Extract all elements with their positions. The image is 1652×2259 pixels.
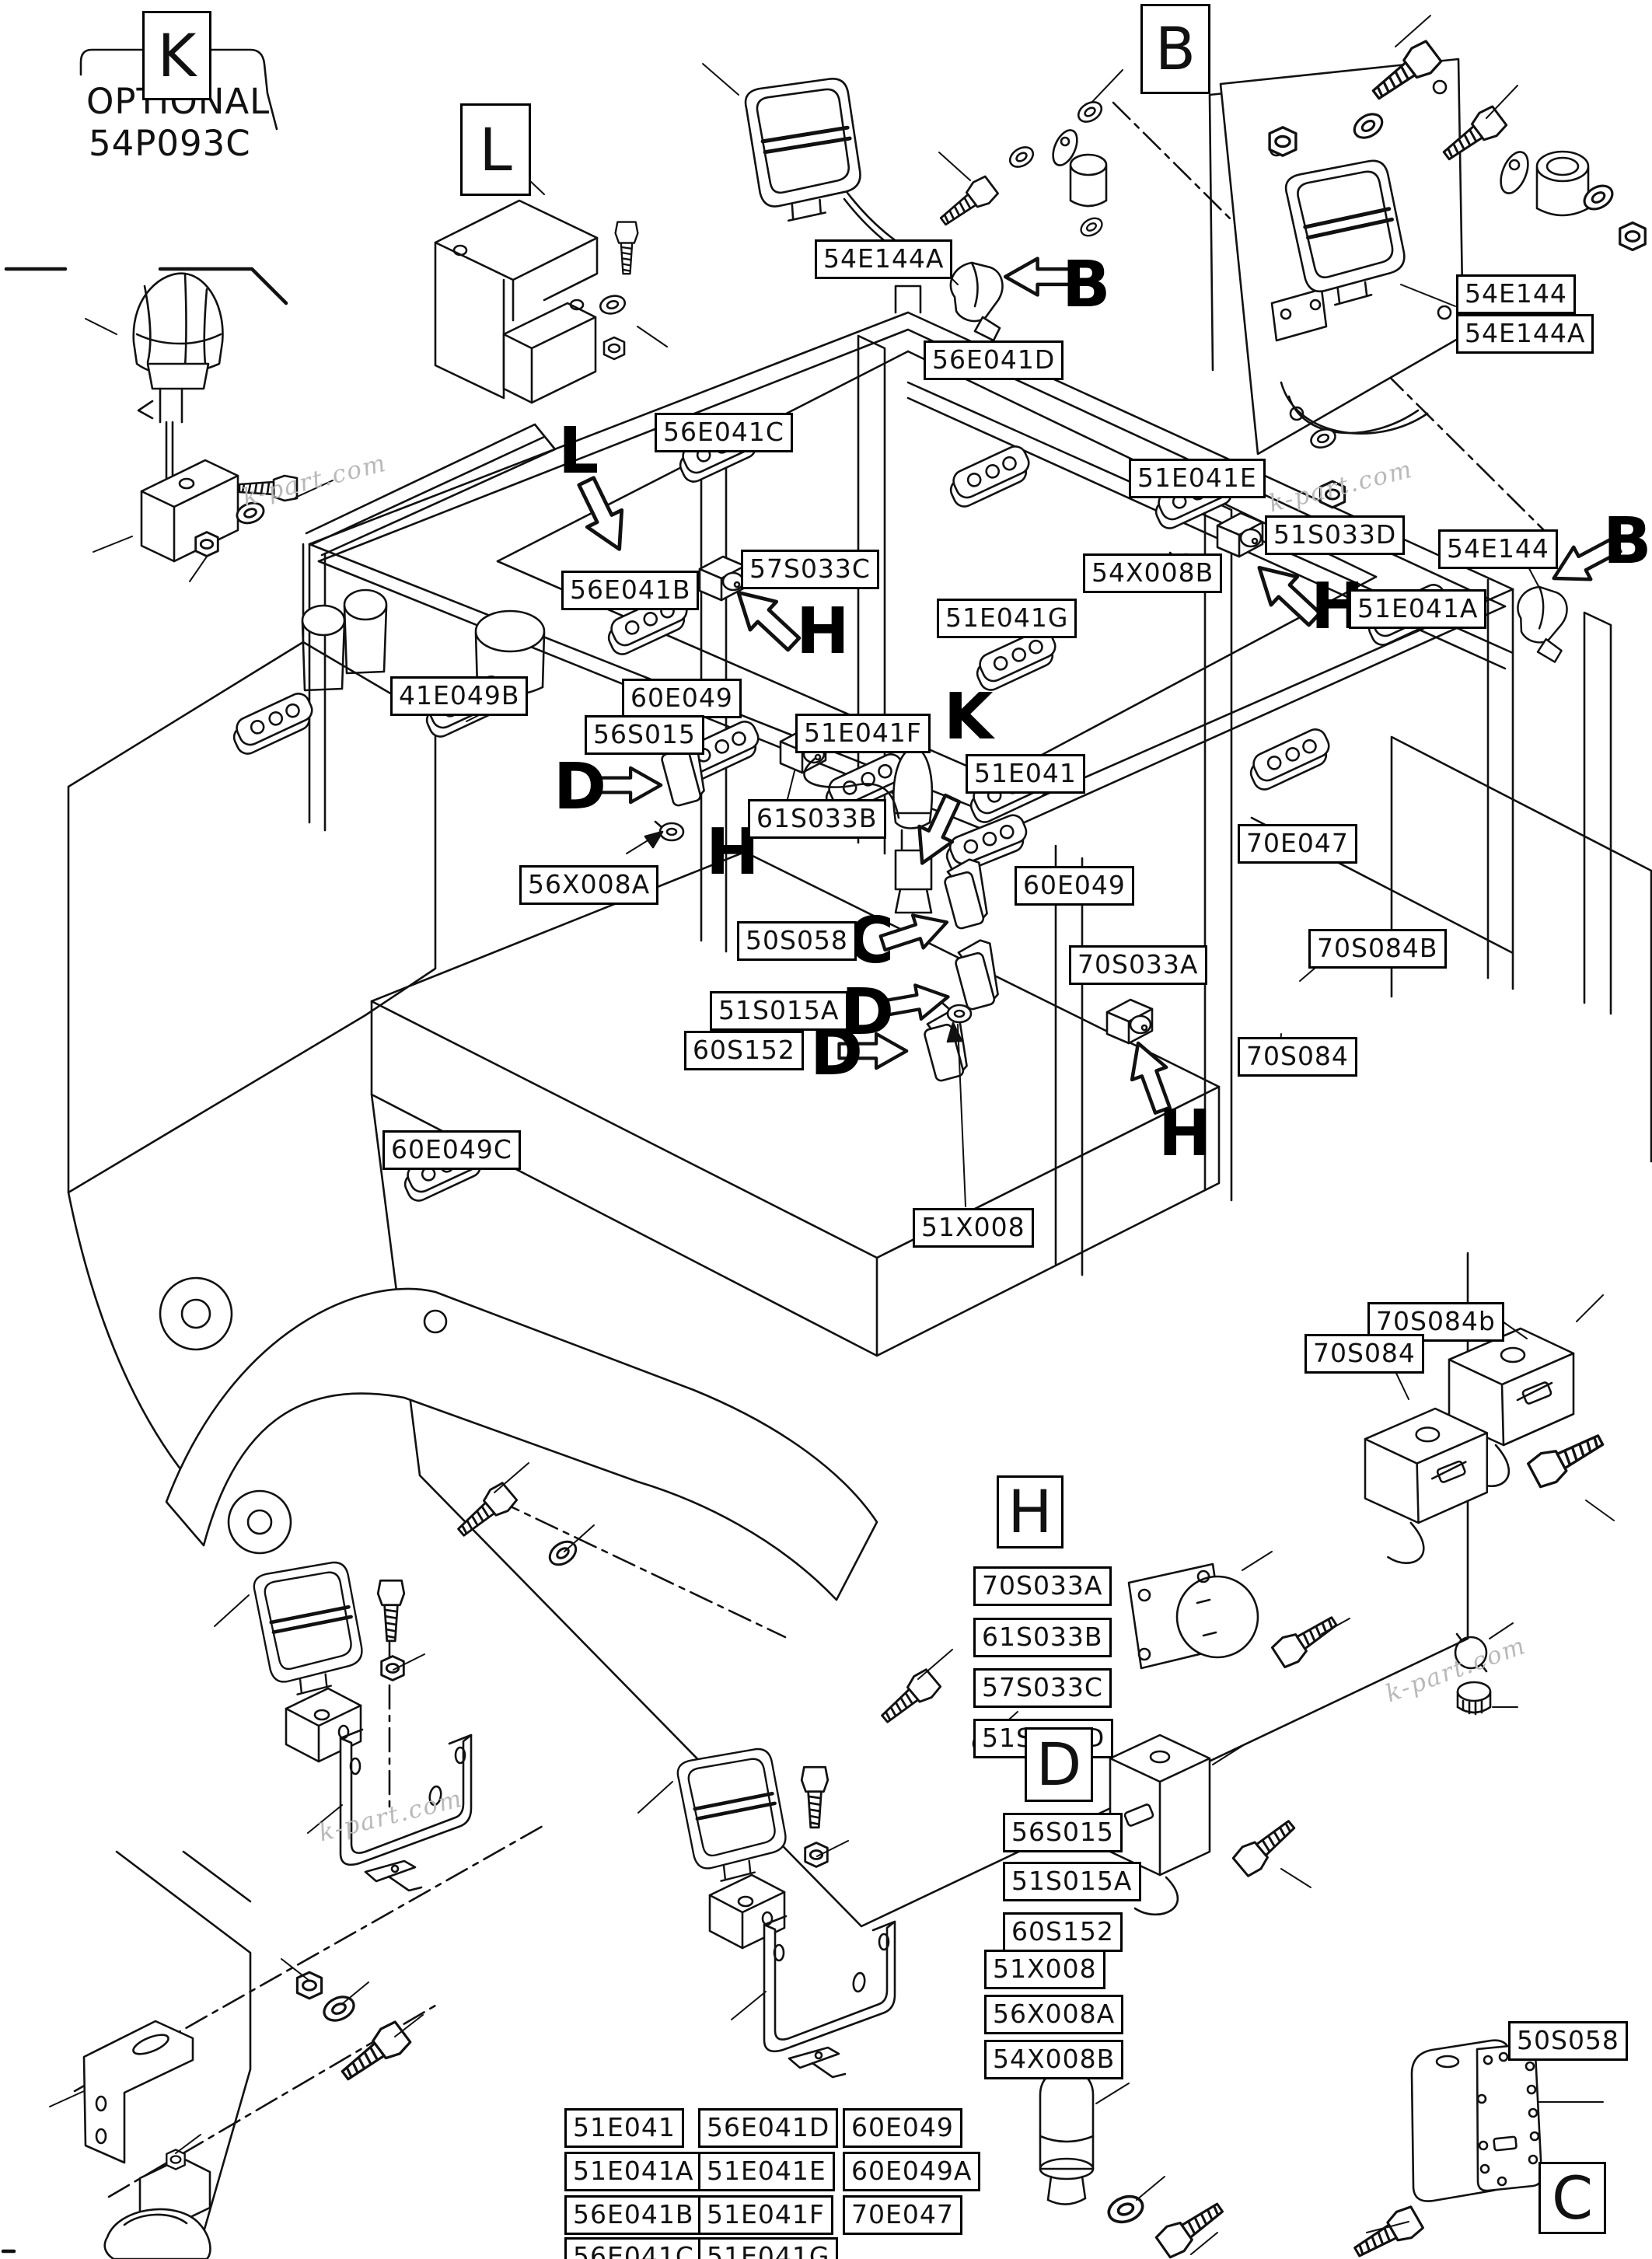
part-label: 61S033B bbox=[748, 799, 886, 839]
part-label: 70S084 bbox=[1304, 1334, 1424, 1374]
part-label: 50S058 bbox=[737, 921, 857, 961]
machine-body bbox=[67, 543, 1652, 1928]
callout-letter: L bbox=[558, 414, 599, 488]
optional-note-brackets bbox=[1, 48, 288, 2254]
part-label: 57S033C bbox=[973, 1668, 1112, 1708]
lamp-bracket-assembly-2 bbox=[638, 1650, 1018, 2077]
part-label: 54E144 bbox=[1456, 274, 1576, 314]
part-label: 60S152 bbox=[684, 1031, 804, 1070]
work-lamp-top bbox=[702, 63, 920, 264]
section-letter-box: H bbox=[997, 1475, 1063, 1548]
part-label: 61S033B bbox=[973, 1618, 1112, 1657]
part-label: 54E144A bbox=[815, 239, 953, 279]
relay-blocks-70S084 bbox=[1364, 1294, 1615, 1564]
part-label: 54E144A bbox=[1456, 314, 1594, 354]
part-label: 51S015A bbox=[1003, 1862, 1141, 1901]
rubber-cap-54E144A bbox=[949, 261, 1004, 342]
part-label: 60E049 bbox=[1015, 866, 1134, 906]
part-label: 56E041D bbox=[924, 340, 1064, 380]
part-label: 60E049 bbox=[843, 2108, 962, 2148]
part-label: 51X008 bbox=[984, 1950, 1105, 1989]
optional-note-code: 54P093C bbox=[89, 123, 251, 164]
part-label: 54E144 bbox=[1438, 529, 1558, 569]
callout-letter: D bbox=[554, 750, 607, 824]
part-label: 70S033A bbox=[973, 1566, 1112, 1606]
part-label: 51E041 bbox=[966, 754, 1085, 794]
part-label: 51E041E bbox=[698, 2152, 835, 2191]
part-label: 60E049 bbox=[622, 679, 742, 718]
part-label: 51X008 bbox=[913, 1208, 1034, 1248]
part-label: 56S015 bbox=[1003, 1813, 1123, 1852]
part-label: 70E047 bbox=[843, 2195, 962, 2235]
part-label: 56E041B bbox=[561, 571, 700, 610]
part-label: 60S152 bbox=[1003, 1912, 1123, 1952]
part-label: 51E041A bbox=[564, 2152, 703, 2191]
part-label: 56S015 bbox=[585, 715, 704, 755]
part-label: 41E049B bbox=[390, 676, 529, 716]
horn-assembly-H bbox=[1127, 1551, 1518, 1716]
part-label: 56X008A bbox=[984, 1995, 1124, 2034]
part-label: 56E041D bbox=[698, 2108, 839, 2148]
part-label: 70S084b bbox=[1367, 1302, 1504, 1342]
section-letter-box: C bbox=[1538, 2162, 1606, 2234]
flasher-assembly-X bbox=[1039, 2068, 1230, 2259]
part-label: 54X008B bbox=[984, 2040, 1124, 2079]
part-label: 70S084 bbox=[1238, 1037, 1357, 1077]
mounting-bracket-part bbox=[434, 164, 668, 404]
part-label: 51E041F bbox=[698, 2195, 833, 2235]
part-label: 51E041E bbox=[1129, 459, 1266, 498]
beacon-lamp-assembly bbox=[85, 272, 334, 582]
part-label: 56E041C bbox=[564, 2237, 703, 2259]
callout-letter: B bbox=[1062, 248, 1111, 322]
rubber-cap-54E144 bbox=[1513, 584, 1570, 664]
part-label: 51E041F bbox=[795, 714, 931, 753]
section-letter-box: L bbox=[460, 103, 531, 196]
lamp-bracket-assembly bbox=[214, 1462, 595, 1892]
top-center-fasteners bbox=[934, 69, 1123, 240]
part-label: 70S033A bbox=[1069, 945, 1207, 985]
section-letter-box: B bbox=[1140, 4, 1210, 94]
leader-arrowhead bbox=[946, 1021, 963, 1043]
part-label: 54X008B bbox=[1083, 553, 1223, 593]
part-label: 57S033C bbox=[741, 550, 879, 589]
part-label: 51S015A bbox=[710, 991, 848, 1031]
part-label: 60E049C bbox=[382, 1130, 521, 1170]
canopy-frame bbox=[305, 285, 1612, 1276]
part-label: 56E041B bbox=[564, 2195, 703, 2235]
part-label: 60E049A bbox=[843, 2152, 981, 2191]
part-label: 51E041G bbox=[937, 599, 1077, 638]
callout-letter: D bbox=[841, 976, 895, 1049]
callout-letter: H bbox=[1158, 1097, 1212, 1171]
part-label: 50S058 bbox=[1508, 2021, 1628, 2061]
leader-arrowhead-2 bbox=[644, 830, 664, 849]
part-label: 51E041A bbox=[1349, 589, 1487, 629]
part-label: 51S033D bbox=[1265, 515, 1406, 555]
control-unit-50S058 bbox=[1348, 2039, 1604, 2259]
callout-letter: D bbox=[810, 1016, 864, 1090]
part-label: 56X008A bbox=[519, 865, 659, 905]
alignment-lines bbox=[73, 101, 1550, 2198]
part-label: 70S084B bbox=[1308, 929, 1447, 969]
section-letter-box: K bbox=[142, 11, 211, 100]
callout-letter: B bbox=[1603, 505, 1652, 578]
horn-assembly-bottom-left bbox=[49, 1850, 424, 2259]
part-label: 51E041 bbox=[564, 2108, 684, 2148]
part-label: 51E041G bbox=[698, 2237, 839, 2259]
part-label: 56E041C bbox=[655, 413, 793, 452]
part-label: 70E047 bbox=[1238, 824, 1357, 864]
lamp-plate-assembly-B bbox=[1208, 15, 1647, 509]
loader-arm bbox=[159, 1276, 878, 1601]
callout-letter: K bbox=[944, 680, 994, 754]
section-letter-box: D bbox=[1025, 1727, 1093, 1802]
callout-letter: H bbox=[796, 595, 850, 669]
